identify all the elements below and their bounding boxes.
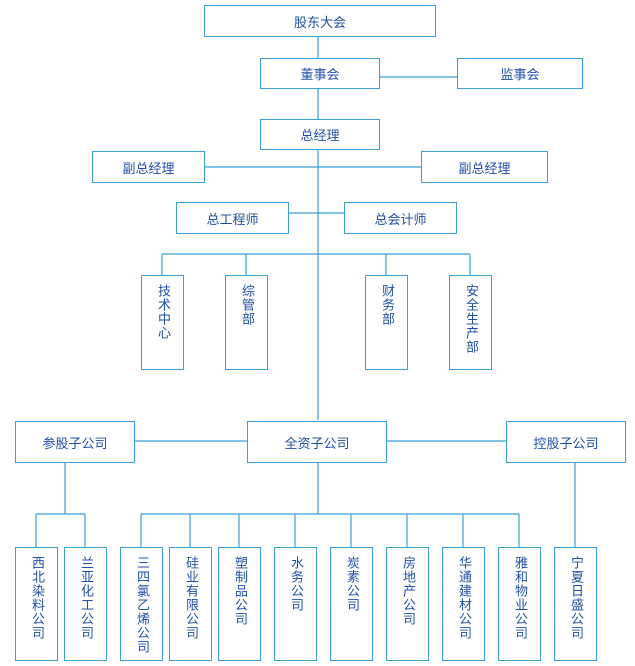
node-label: 宁夏日盛公司 bbox=[568, 556, 583, 640]
node-label: 控股子公司 bbox=[533, 436, 599, 452]
node-label: 水务公司 bbox=[288, 556, 303, 612]
node-label: 副总经理 bbox=[122, 161, 175, 177]
node-label: 全资子公司 bbox=[284, 436, 350, 452]
node-label: 副总经理 bbox=[458, 161, 511, 177]
node-label: 监事会 bbox=[500, 68, 540, 83]
node-label: 雅和物业公司 bbox=[512, 556, 527, 640]
node-board-of-supervisors: 监事会 bbox=[457, 58, 583, 89]
node-deputy-gm-right: 副总经理 bbox=[421, 151, 548, 183]
node-label: 财务部 bbox=[379, 284, 394, 326]
node-label: 综管部 bbox=[239, 284, 254, 326]
node-label: 总会计师 bbox=[374, 212, 427, 228]
node-lanya-chemical: 兰亚化工公司 bbox=[64, 547, 107, 661]
node-label: 三四氯乙烯公司 bbox=[134, 556, 149, 654]
node-label: 炭素公司 bbox=[344, 556, 359, 612]
node-label: 房地产公司 bbox=[400, 556, 415, 626]
node-label: 参股子公司 bbox=[42, 436, 108, 452]
node-wholly-owned-subsidiaries: 全资子公司 bbox=[247, 421, 387, 463]
node-label: 技术中心 bbox=[155, 284, 170, 340]
node-general-manager: 总经理 bbox=[260, 119, 380, 150]
node-label: 塑制品公司 bbox=[232, 556, 247, 626]
node-holding-subsidiaries: 控股子公司 bbox=[506, 421, 626, 463]
node-deputy-gm-left: 副总经理 bbox=[92, 151, 205, 183]
node-water-affairs: 水务公司 bbox=[274, 547, 317, 661]
node-label: 西北染料公司 bbox=[29, 556, 44, 640]
node-yahe-property: 雅和物业公司 bbox=[498, 547, 541, 661]
node-chief-accountant: 总会计师 bbox=[344, 202, 457, 234]
node-label: 安全生产部 bbox=[463, 284, 478, 354]
node-label: 总工程师 bbox=[206, 212, 259, 228]
node-sansi-vinyl-chloride: 三四氯乙烯公司 bbox=[120, 547, 163, 661]
node-ningxia-risheng: 宁夏日盛公司 bbox=[554, 547, 597, 661]
node-label: 董事会 bbox=[300, 68, 340, 83]
node-plastic-products: 塑制品公司 bbox=[218, 547, 261, 661]
node-label: 股东大会 bbox=[293, 15, 346, 31]
node-silicon-industry: 硅业有限公司 bbox=[169, 547, 212, 661]
node-label: 华通建材公司 bbox=[456, 556, 471, 640]
node-board-of-directors: 董事会 bbox=[260, 58, 380, 89]
node-xibei-dye: 西北染料公司 bbox=[15, 547, 58, 661]
node-label: 总经理 bbox=[300, 129, 340, 144]
node-real-estate: 房地产公司 bbox=[386, 547, 429, 661]
node-label: 兰亚化工公司 bbox=[78, 556, 93, 640]
node-chief-engineer: 总工程师 bbox=[176, 202, 289, 234]
node-tech-center: 技术中心 bbox=[141, 275, 184, 370]
node-shareholders-meeting: 股东大会 bbox=[204, 5, 436, 37]
node-label: 硅业有限公司 bbox=[183, 556, 198, 640]
node-safety-production-dept: 安全生产部 bbox=[449, 275, 492, 370]
node-carbon: 炭素公司 bbox=[330, 547, 373, 661]
node-associate-subsidiaries: 参股子公司 bbox=[15, 421, 135, 463]
node-finance-dept: 财务部 bbox=[365, 275, 408, 370]
node-huatong-building-materials: 华通建材公司 bbox=[442, 547, 485, 661]
node-general-admin-dept: 综管部 bbox=[225, 275, 268, 370]
